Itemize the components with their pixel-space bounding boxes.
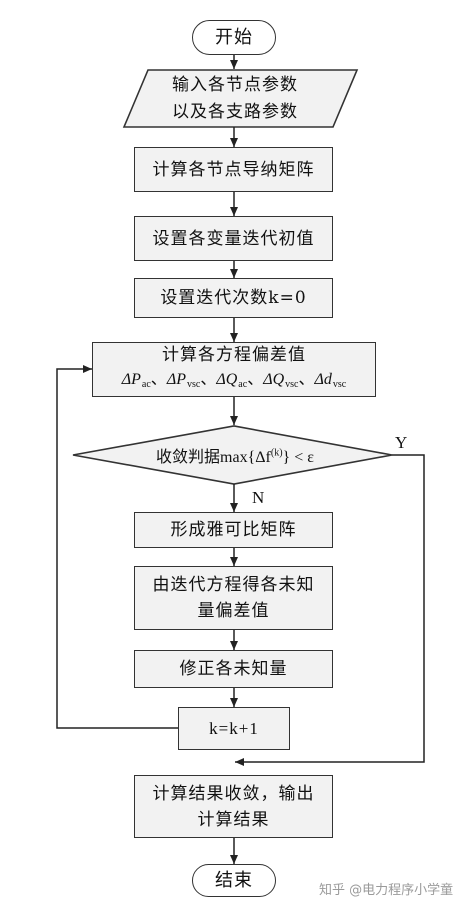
mismatch-step: 计算各方程偏差值 ΔPac、ΔPvsc、ΔQac、ΔQvsc、Δdvsc xyxy=(92,342,376,397)
input-text: 输入各节点参数 以及各支路参数 xyxy=(140,72,330,126)
counter-init-label: 设置迭代次数k=0 xyxy=(160,288,307,308)
jacobian-step: 形成雅可比矩阵 xyxy=(134,512,333,548)
initial-values-label: 设置各变量迭代初值 xyxy=(152,228,315,249)
correct-label: 修正各未知量 xyxy=(179,659,288,679)
yes-branch-arrow xyxy=(235,454,425,766)
decision-text: 收敛判据max{Δf(k)} < ε xyxy=(110,443,360,467)
correct-step: 修正各未知量 xyxy=(134,650,333,688)
start-terminal: 开始 xyxy=(192,20,276,55)
input-parallelogram xyxy=(122,69,359,128)
increment-step: k=k+1 xyxy=(178,707,290,750)
decision-prefix: 收敛判据 xyxy=(156,447,221,466)
decision-math: max{Δf(k)} < ε xyxy=(220,447,314,466)
mismatch-terms: ΔPac、ΔPvsc、ΔQac、ΔQvsc、Δdvsc xyxy=(121,368,347,390)
result-line-2: 计算结果 xyxy=(197,809,270,830)
term-p-vsc: ΔPvsc xyxy=(166,370,201,390)
jacobian-label: 形成雅可比矩阵 xyxy=(170,520,297,540)
watermark: 知乎 @电力程序小学童 xyxy=(319,883,454,898)
result-line-1: 计算结果收敛，输出 xyxy=(152,783,315,804)
input-line-1: 输入各节点参数 xyxy=(172,75,298,95)
start-label: 开始 xyxy=(215,26,253,48)
input-line-2: 以及各支路参数 xyxy=(172,102,298,122)
mismatch-title: 计算各方程偏差值 xyxy=(162,344,306,365)
solve-line-2: 量偏差值 xyxy=(197,601,270,621)
solve-step: 由迭代方程得各未知 量偏差值 xyxy=(134,566,333,630)
counter-init-step: 设置迭代次数k=0 xyxy=(134,278,333,318)
solve-line-1: 由迭代方程得各未知 xyxy=(152,575,315,595)
term-p-ac: ΔPac xyxy=(121,370,151,390)
initial-values-step: 设置各变量迭代初值 xyxy=(134,216,333,261)
increment-label: k=k+1 xyxy=(209,718,259,738)
admittance-step: 计算各节点导纳矩阵 xyxy=(134,147,333,192)
no-label: N xyxy=(252,488,265,507)
result-step: 计算结果收敛，输出 计算结果 xyxy=(134,775,333,838)
end-terminal: 结束 xyxy=(192,864,276,897)
loop-back-arrow xyxy=(56,365,178,729)
yes-label: Y xyxy=(395,433,408,452)
term-d-vsc: Δdvsc xyxy=(314,370,347,390)
term-q-vsc: ΔQvsc xyxy=(263,370,299,390)
end-label: 结束 xyxy=(215,869,253,891)
term-q-ac: ΔQac xyxy=(216,370,248,390)
admittance-label: 计算各节点导纳矩阵 xyxy=(152,159,315,180)
